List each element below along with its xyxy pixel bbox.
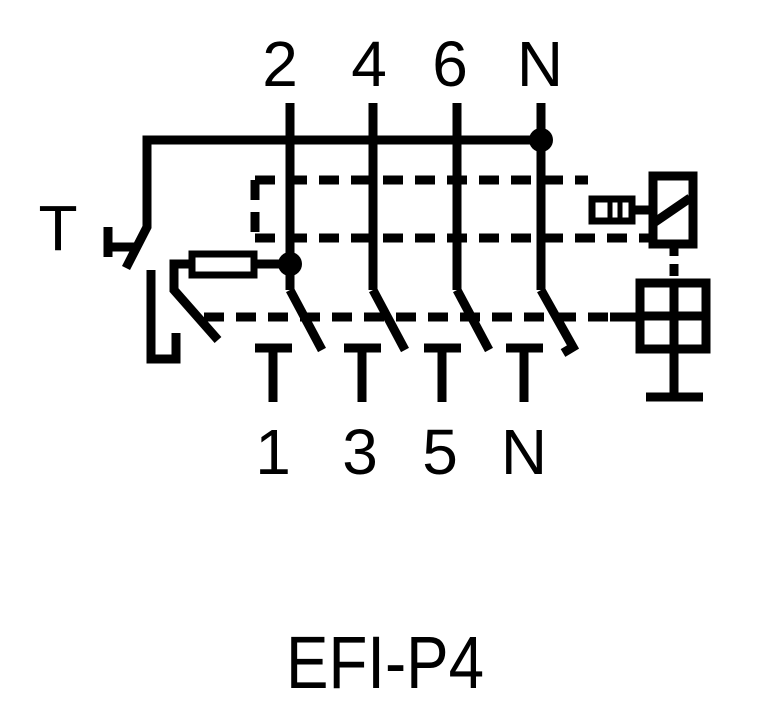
top-terminal-label: N [517,28,563,100]
model-name: EFI-P4 [286,622,484,705]
switch-contact-n [537,287,580,357]
test-return-wire [146,270,181,364]
top-terminal-label: 6 [432,28,468,100]
test-button-latch [103,227,136,257]
resistor-left-wire [169,259,222,343]
trip-coil-diagonal [652,194,693,226]
bottom-terminal-label: 5 [422,416,458,488]
terminal-3 [344,343,381,402]
top-terminal-label: 4 [351,28,387,100]
terminal-5 [424,343,461,402]
resistor [188,250,258,279]
junction-dot-n [529,128,553,152]
terminal-n [506,343,543,402]
junction-dot-1 [278,252,302,276]
bottom-terminal-label: N [501,416,547,488]
bottom-terminal-label: 3 [342,416,378,488]
test-circuit-wire [121,135,541,271]
terminal-1 [255,343,292,402]
test-button-label: T [38,192,77,264]
bottom-terminal-label: 1 [255,416,291,488]
switch-contact-2 [369,287,409,353]
top-terminal-label: 2 [262,28,298,100]
